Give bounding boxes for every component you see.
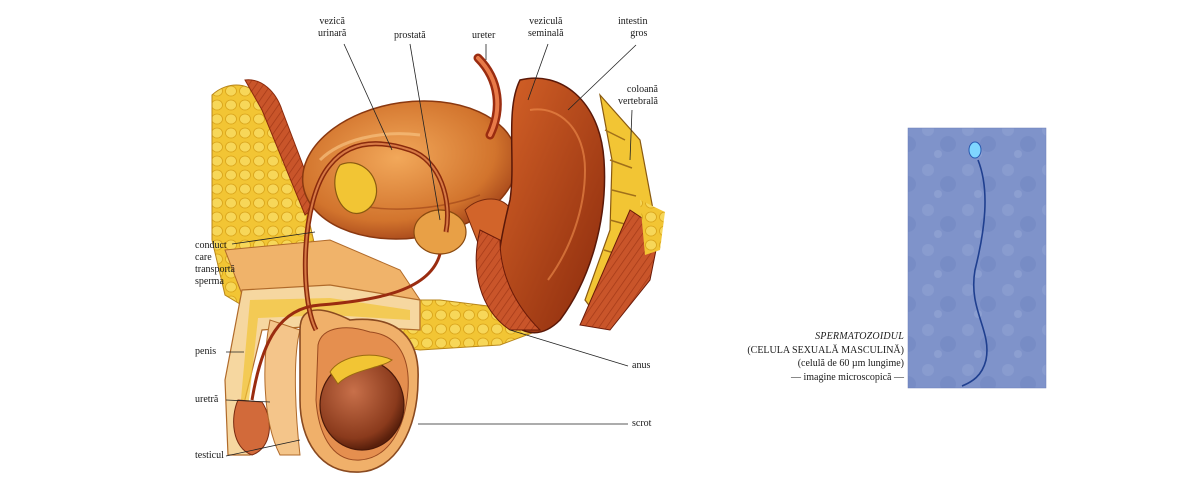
foreskin bbox=[264, 319, 301, 456]
sperm-head bbox=[968, 141, 982, 159]
label-urethra: uretră bbox=[195, 394, 219, 405]
caption-size: (celulă de 60 µm lungime) bbox=[797, 358, 904, 369]
label-scrotum: scrot bbox=[632, 418, 652, 429]
label-seminal-vesicle: veziculă seminală bbox=[528, 16, 564, 39]
label-prostate: prostată bbox=[394, 30, 426, 41]
label-ureter: ureter bbox=[472, 30, 496, 41]
label-testis: testicul bbox=[195, 450, 224, 461]
caption-title: SPERMATOZOIDUL bbox=[815, 331, 904, 342]
sperm-tail bbox=[961, 159, 988, 387]
epididymis bbox=[329, 354, 393, 385]
micro-caption: SPERMATOZOIDUL (CELULA SEXUALĂ MASCULINĂ… bbox=[664, 330, 904, 384]
leader-lines bbox=[225, 43, 637, 457]
pubic-bone bbox=[334, 162, 378, 214]
label-spine: coloană vertebrală bbox=[618, 84, 658, 107]
back-fat bbox=[640, 200, 665, 255]
prostate bbox=[413, 209, 467, 255]
caption-subtitle: (CELULA SEXUALĂ MASCULINĂ) bbox=[747, 344, 904, 356]
pelvis-section bbox=[211, 53, 665, 473]
label-anus: anus bbox=[632, 360, 651, 371]
label-vas-deferens: conduct care transportă sperma bbox=[195, 240, 235, 287]
label-large-intestine: intestin gros bbox=[618, 16, 648, 39]
rectal-wall bbox=[475, 229, 542, 331]
urethra bbox=[250, 253, 442, 401]
corpus bbox=[240, 298, 410, 410]
label-bladder: vezică urinară bbox=[318, 16, 347, 39]
label-penis: penis bbox=[195, 346, 217, 357]
caption-note: — imagine microscopică — bbox=[790, 371, 904, 383]
microscope-image bbox=[907, 127, 1047, 389]
rectum bbox=[496, 77, 606, 334]
